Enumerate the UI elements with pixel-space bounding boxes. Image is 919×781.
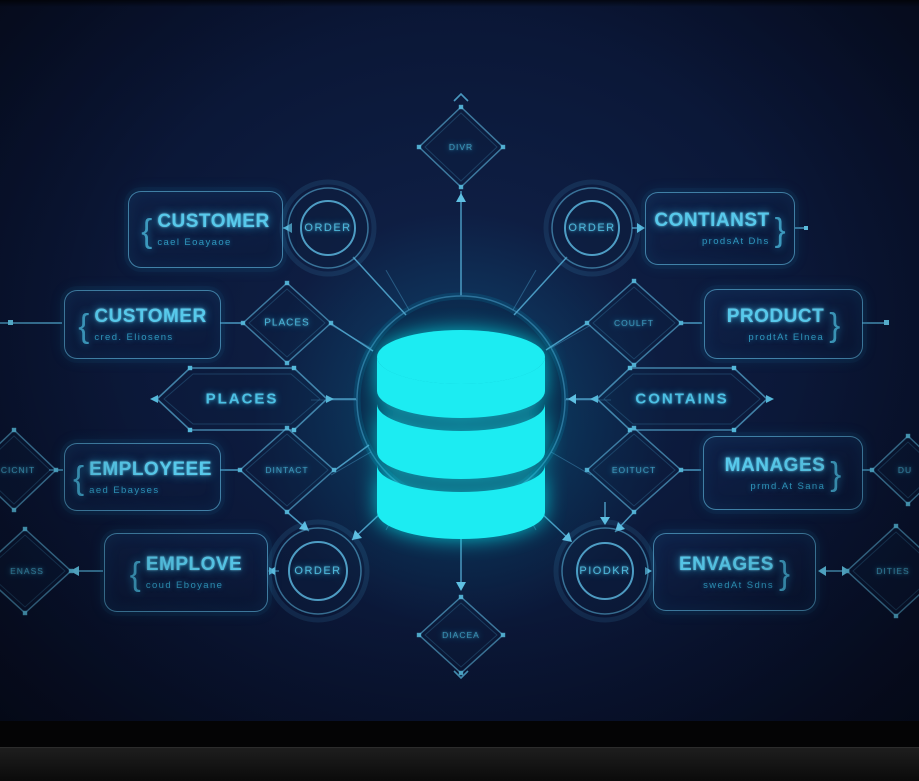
connector-line xyxy=(513,256,568,316)
arrowhead-left xyxy=(818,566,826,576)
arrowhead-right xyxy=(766,395,774,403)
entity-title: CONTIANST xyxy=(654,210,770,231)
entity-box-manages-bottom: ENVAGES swedAt Sdns } xyxy=(653,533,816,611)
monitor-bezel xyxy=(0,721,919,747)
node-dot xyxy=(884,320,889,325)
relationship-diamond-contact-right xyxy=(584,425,684,515)
node-dot xyxy=(8,320,13,325)
diamond-label-contact-left: DINTACT xyxy=(265,465,309,475)
connector-line xyxy=(545,323,587,351)
arrowhead-right xyxy=(326,395,334,403)
entity-title: CUSTOMER xyxy=(94,306,207,327)
entity-box-employee-mid: { EMPLOYEEE aed Ebayses xyxy=(64,443,221,511)
arrowhead-diag xyxy=(352,530,362,540)
circle-label-pioder: PIODKR xyxy=(579,565,631,577)
node-dot xyxy=(804,226,808,230)
arrowhead-left xyxy=(568,394,576,404)
bracket-decoration: } xyxy=(830,455,842,493)
diamond-label-edge-right-bottom: DITIES xyxy=(876,566,910,576)
diamond-label-edge-left-top: CICNIT xyxy=(0,465,36,475)
arrowhead-left xyxy=(590,395,598,403)
er-diagram-canvas xyxy=(0,92,919,680)
circle-label-order: ORDER xyxy=(568,222,616,234)
diamond-label-edge-right-top: DU xyxy=(897,465,913,475)
entity-subtitle: prodsAt Dhs xyxy=(701,236,770,247)
circle-node-order-bottom-left xyxy=(266,519,370,623)
bracket-decoration: { xyxy=(73,459,85,497)
chevron-down-icon xyxy=(453,670,469,680)
relationship-diamond-edge-left-bottom xyxy=(0,526,74,616)
entity-title: PRODUCT xyxy=(726,305,825,327)
bracket-decoration: } xyxy=(774,210,786,248)
entity-title: ENVAGES xyxy=(678,553,774,575)
bracket-decoration: } xyxy=(829,306,841,344)
relationship-diamond-places-small xyxy=(240,280,334,366)
entity-subtitle: aed Ebayses xyxy=(89,484,160,496)
arrowhead-diag xyxy=(562,532,572,542)
diamond-label-contact-right: EOITUCT xyxy=(611,465,657,475)
arrowhead-diag xyxy=(299,521,309,531)
relationship-hexagon-places xyxy=(150,365,334,433)
arrowhead-down xyxy=(600,517,610,525)
circle-node-order-top-right xyxy=(543,179,641,277)
circle-node-order-bottom-right xyxy=(553,519,657,623)
arrowhead-up xyxy=(456,193,466,202)
chevron-up-icon xyxy=(453,92,469,102)
entity-box-customer-top: { CUSTOMER cael Eoayaoe xyxy=(128,191,283,268)
connector-line xyxy=(352,256,407,316)
hexagon-label-places: PLACES xyxy=(205,390,279,408)
monitor-base xyxy=(0,747,919,781)
entity-title: CUSTOMER xyxy=(157,211,270,232)
relationship-diamond-order-right xyxy=(584,278,684,368)
diamond-label-places: PLACES xyxy=(264,317,310,329)
entity-box-manages-mid: MANAGES prmd.At Sana } xyxy=(703,436,863,510)
entity-title: EMPLOYEEE xyxy=(89,458,212,480)
entity-subtitle: cred. Eliosens xyxy=(94,332,174,343)
arrowhead-right xyxy=(637,223,645,233)
diamond-label-top: DIVR xyxy=(448,142,474,152)
entity-box-employee-bottom: { EMPLOVE coud Eboyane xyxy=(104,533,268,612)
entity-subtitle: prmd.At Sana xyxy=(750,480,826,492)
screen: { CUSTOMER cael Eoayaoe { CUSTOMER cred.… xyxy=(0,0,919,722)
entity-box-contains-top: CONTIANST prodsAt Dhs } xyxy=(645,192,795,265)
diamond-label-order-right: COULFT xyxy=(614,318,654,328)
entity-subtitle: swedAt Sdns xyxy=(703,579,774,591)
relationship-diamond-contact-left xyxy=(237,425,337,515)
arrowhead-left xyxy=(70,566,79,576)
arrowhead-left xyxy=(150,395,158,403)
relationship-diamond-bottom xyxy=(416,594,506,676)
relationship-diamond-edge-right-bottom xyxy=(844,523,919,619)
entity-box-product-mid: PRODUCT prodtAt Elnea } xyxy=(704,289,863,359)
screen-top-edge xyxy=(0,0,919,7)
connector-line xyxy=(334,444,370,471)
bracket-decoration: } xyxy=(778,554,791,592)
entity-box-customer-mid: { CUSTOMER cred. Eliosens xyxy=(64,290,221,359)
entity-title: EMPLOVE xyxy=(145,554,243,575)
entity-subtitle: prodtAt Elnea xyxy=(748,331,825,343)
entity-subtitle: cael Eoayaoe xyxy=(157,237,232,248)
connector-line xyxy=(329,322,374,352)
arrowhead-right xyxy=(269,567,276,575)
database-icon xyxy=(377,330,545,539)
bracket-decoration: { xyxy=(78,306,90,344)
diamond-label-bottom: DIACEA xyxy=(442,630,480,640)
diamond-label-edge-left-bottom: ENASS xyxy=(10,566,44,576)
circle-label-order: ORDER xyxy=(294,565,342,577)
relationship-diamond-top xyxy=(416,104,506,190)
bracket-decoration: { xyxy=(129,554,141,592)
arrowhead-down xyxy=(456,582,466,591)
relationship-hexagon-contains xyxy=(590,365,774,433)
hexagon-label-contains: CONTAINS xyxy=(635,390,729,408)
entity-subtitle: coud Eboyane xyxy=(145,580,224,591)
relationship-diamond-edge-left-top xyxy=(0,427,59,513)
bracket-decoration: { xyxy=(141,211,153,249)
circle-label-order: ORDER xyxy=(304,222,352,234)
entity-title: MANAGES xyxy=(724,454,826,476)
relationship-diamond-edge-right-top xyxy=(869,433,919,507)
